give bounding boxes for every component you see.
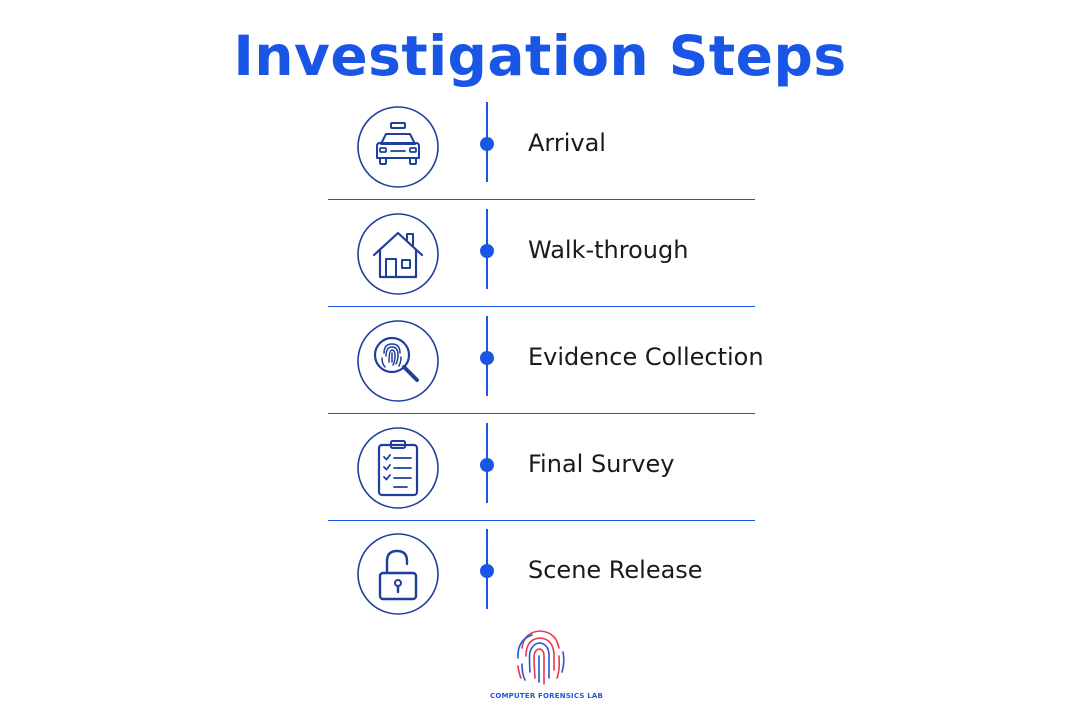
logo: COMPUTER FORENSICS LAB: [490, 624, 604, 714]
step-final-survey: Final Survey: [0, 423, 1080, 515]
step-walk-through: Walk-through: [0, 209, 1080, 301]
police-car-icon: [357, 106, 439, 188]
divider: [328, 413, 755, 415]
timeline-dot: [480, 564, 494, 578]
step-label: Final Survey: [528, 450, 675, 478]
timeline-dot: [480, 244, 494, 258]
unlocked-padlock-icon: [357, 533, 439, 615]
timeline-dot: [480, 137, 494, 151]
house-icon: [357, 213, 439, 295]
step-label: Arrival: [528, 129, 606, 157]
step-label: Evidence Collection: [528, 343, 764, 371]
divider: [328, 199, 755, 201]
step-evidence-collection: Evidence Collection: [0, 316, 1080, 408]
divider: [328, 306, 755, 308]
page-title: Investigation Steps: [233, 24, 847, 88]
clipboard-checklist-icon: [357, 427, 439, 509]
logo-text: COMPUTER FORENSICS LAB: [490, 692, 604, 700]
step-scene-release: Scene Release: [0, 529, 1080, 621]
timeline-dot: [480, 458, 494, 472]
step-label: Scene Release: [528, 556, 703, 584]
fingerprint-magnifier-icon: [357, 320, 439, 402]
divider: [328, 520, 755, 522]
step-label: Walk-through: [528, 236, 689, 264]
timeline-dot: [480, 351, 494, 365]
step-arrival: Arrival: [0, 102, 1080, 194]
fingerprint-logo-icon: [517, 630, 565, 685]
